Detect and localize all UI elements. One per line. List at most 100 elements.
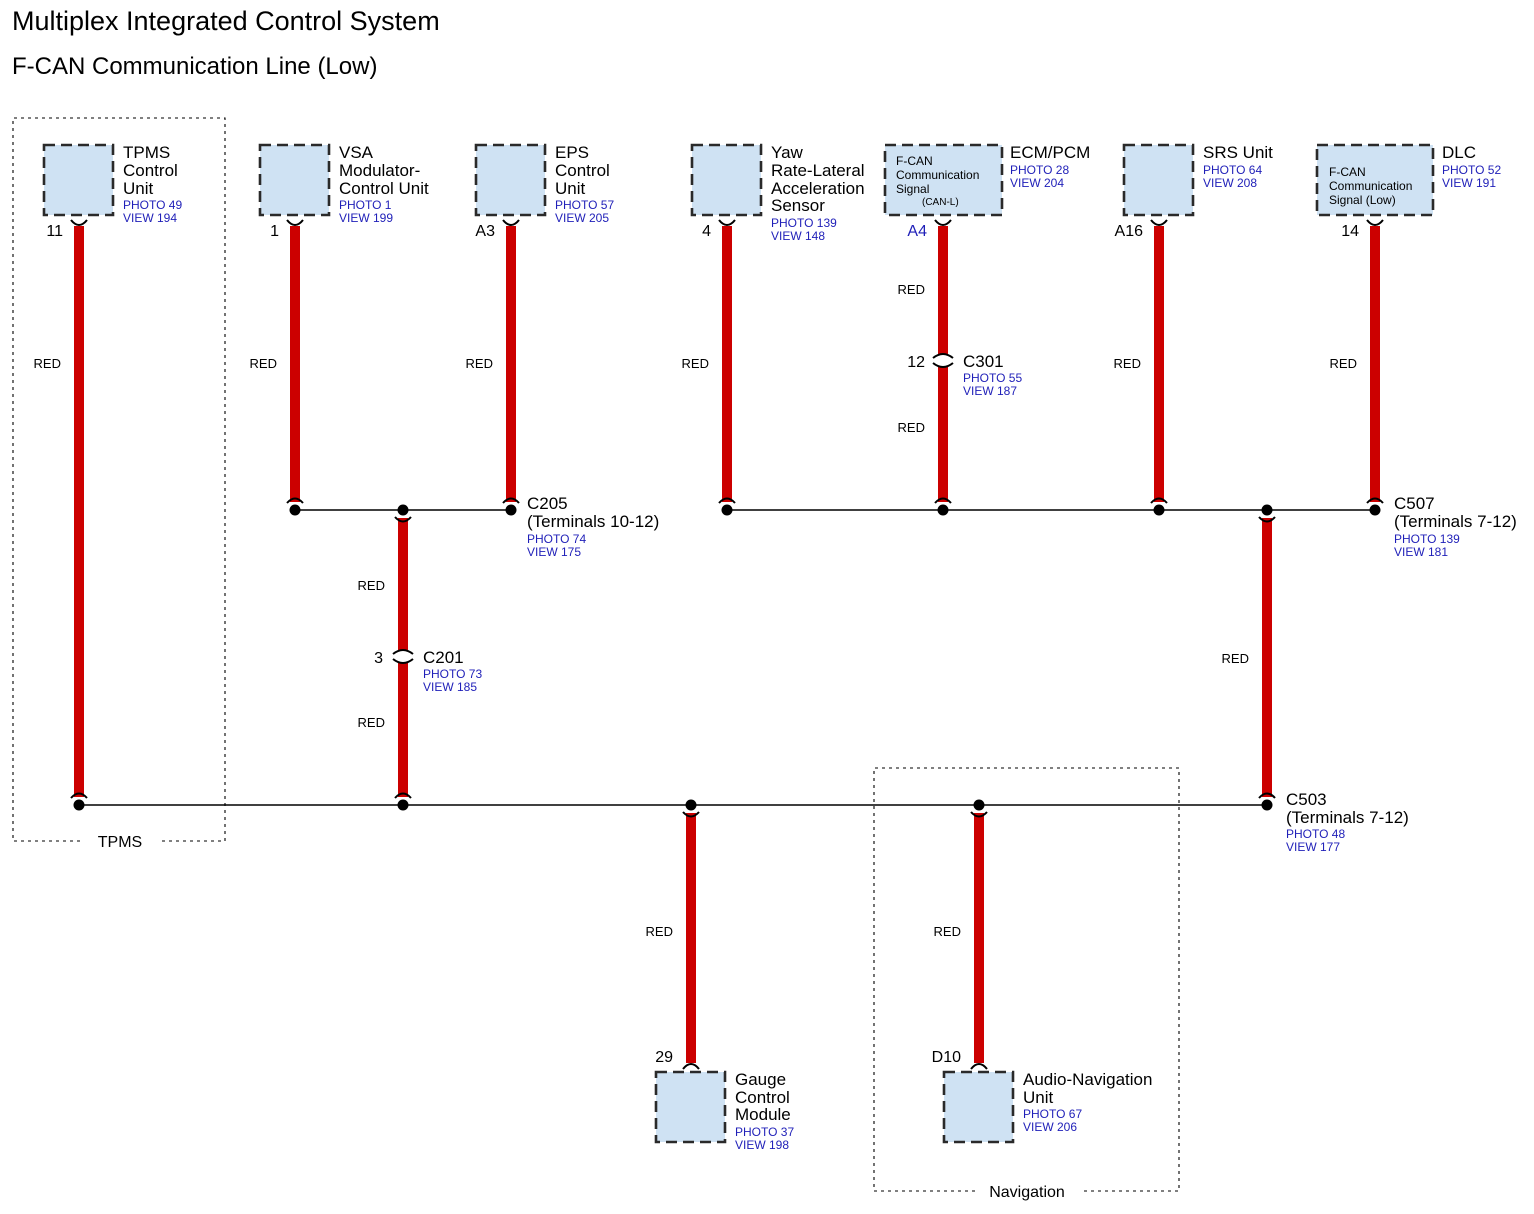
ecm-inner-line: F-CAN: [896, 154, 933, 168]
zone-navigation-label: Navigation: [989, 1184, 1065, 1201]
pin-number: A3: [475, 223, 495, 240]
terminal-cap: [682, 1063, 700, 1070]
gauge-control-module-label: Gauge Control Module PHOTO 37 VIEW 198: [735, 1070, 794, 1152]
connector-name: C503: [1286, 790, 1327, 809]
connector-c301-label: 12 C301 PHOTO 55 VIEW 187: [907, 352, 1022, 398]
yaw-rate-sensor-box: [690, 143, 763, 217]
splice-dots: [73, 504, 1381, 811]
wire-color-labels: RED RED RED RED RED RED RED RED RED RED …: [34, 282, 1357, 939]
connector-name: C201: [423, 648, 464, 667]
connector-c503-label: C503 (Terminals 7-12) PHOTO 48 VIEW 177: [1286, 790, 1409, 854]
component-name-line: DLC: [1442, 143, 1476, 162]
splice-dot: [1261, 799, 1273, 811]
splice-cap: [970, 811, 988, 818]
component-name-line: Control: [555, 161, 610, 180]
connector-c301-symbol: [932, 353, 954, 368]
splice-dot: [1153, 504, 1165, 516]
dlc-box: [1315, 143, 1435, 217]
view-reference: VIEW 208: [1203, 176, 1257, 190]
component-name-line: Modulator-: [339, 161, 420, 180]
photo-reference: PHOTO 55: [963, 371, 1022, 385]
wire-color-label: RED: [250, 356, 277, 371]
splice-dot: [505, 504, 517, 516]
terminal-cap: [1150, 219, 1168, 226]
wire-color-label: RED: [358, 715, 385, 730]
photo-reference: PHOTO 73: [423, 667, 482, 681]
eps-control-unit-box: [474, 143, 547, 217]
photo-reference: PHOTO 139: [771, 216, 837, 230]
photo-reference: PHOTO 37: [735, 1125, 794, 1139]
component-name-line: Acceleration: [771, 179, 865, 198]
dlc-inner-signal-label: F-CAN Communication Signal (Low): [1329, 165, 1412, 207]
pin-number: 14: [1341, 223, 1359, 240]
pin-number: 4: [702, 223, 711, 240]
connector-half-male: [392, 658, 414, 664]
zone-tpms-label: TPMS: [98, 834, 142, 851]
photo-reference: PHOTO 74: [527, 532, 586, 546]
splice-cap: [1366, 497, 1384, 504]
view-reference: VIEW 205: [555, 211, 609, 225]
connector-terminals: (Terminals 7-12): [1394, 512, 1517, 531]
splice-dot: [1261, 504, 1273, 516]
circuit-title: F-CAN Communication Line (Low): [12, 53, 377, 80]
photo-reference: PHOTO 1: [339, 198, 392, 212]
wire-color-label: RED: [646, 924, 673, 939]
view-reference: VIEW 175: [527, 545, 581, 559]
wire-color-label: RED: [1222, 651, 1249, 666]
component-name-line: Yaw: [771, 143, 804, 162]
system-title: Multiplex Integrated Control System: [12, 6, 440, 36]
wire-color-label: RED: [898, 420, 925, 435]
connector-c201-label: 3 C201 PHOTO 73 VIEW 185: [374, 648, 482, 694]
connector-c205-label: C205 (Terminals 10-12) PHOTO 74 VIEW 175: [527, 494, 659, 559]
view-reference: VIEW 187: [963, 384, 1017, 398]
vsa-modulator-label: VSA Modulator- Control Unit PHOTO 1 VIEW…: [339, 143, 429, 225]
terminal-caps: [70, 219, 1384, 1070]
terminal-cap: [934, 219, 952, 226]
photo-reference: PHOTO 139: [1394, 532, 1460, 546]
wire-color-label: RED: [358, 578, 385, 593]
ecm-inner-line: (CAN-L): [922, 197, 959, 208]
splice-caps: [70, 497, 1384, 818]
splice-cap: [394, 792, 412, 799]
terminal-cap: [502, 219, 520, 226]
wire-color-label: RED: [1114, 356, 1141, 371]
splice-cap: [718, 497, 736, 504]
wire-color-label: RED: [934, 924, 961, 939]
splice-cap: [934, 497, 952, 504]
terminal-cap: [1366, 219, 1384, 226]
view-reference: VIEW 199: [339, 211, 393, 225]
pin-number: A16: [1115, 223, 1144, 240]
view-reference: VIEW 181: [1394, 545, 1448, 559]
connector-name: C507: [1394, 494, 1435, 513]
srs-unit-box: [1122, 143, 1195, 217]
connector-name: C205: [527, 494, 568, 513]
tpms-control-unit-box: [42, 143, 115, 217]
ecm-inner-line: Communication: [896, 168, 979, 182]
zone-tpms: TPMS: [12, 117, 226, 851]
terminal-cap: [286, 219, 304, 226]
pin-number: D10: [932, 1049, 961, 1066]
audio-navigation-unit-box: [942, 1070, 1015, 1144]
wire-color-label: RED: [466, 356, 493, 371]
view-reference: VIEW 194: [123, 211, 177, 225]
ecm-inner-line: Signal: [896, 182, 929, 196]
component-name-line: Rate-Lateral: [771, 161, 865, 180]
view-reference: VIEW 204: [1010, 176, 1064, 190]
ecm-pcm-label: ECM/PCM PHOTO 28 VIEW 204: [1010, 143, 1090, 190]
wire-color-label: RED: [682, 356, 709, 371]
splice-dot: [1369, 504, 1381, 516]
photo-reference: PHOTO 49: [123, 198, 182, 212]
view-reference: VIEW 177: [1286, 840, 1340, 854]
terminal-cap: [970, 1063, 988, 1070]
photo-reference: PHOTO 28: [1010, 163, 1069, 177]
view-reference: VIEW 185: [423, 680, 477, 694]
splice-dot: [73, 799, 85, 811]
photo-reference: PHOTO 48: [1286, 827, 1345, 841]
component-name-line: Sensor: [771, 196, 825, 215]
component-name-line: Unit: [555, 179, 586, 198]
connector-half-female: [392, 649, 414, 655]
component-name-line: Control: [735, 1088, 790, 1107]
view-reference: VIEW 198: [735, 1138, 789, 1152]
